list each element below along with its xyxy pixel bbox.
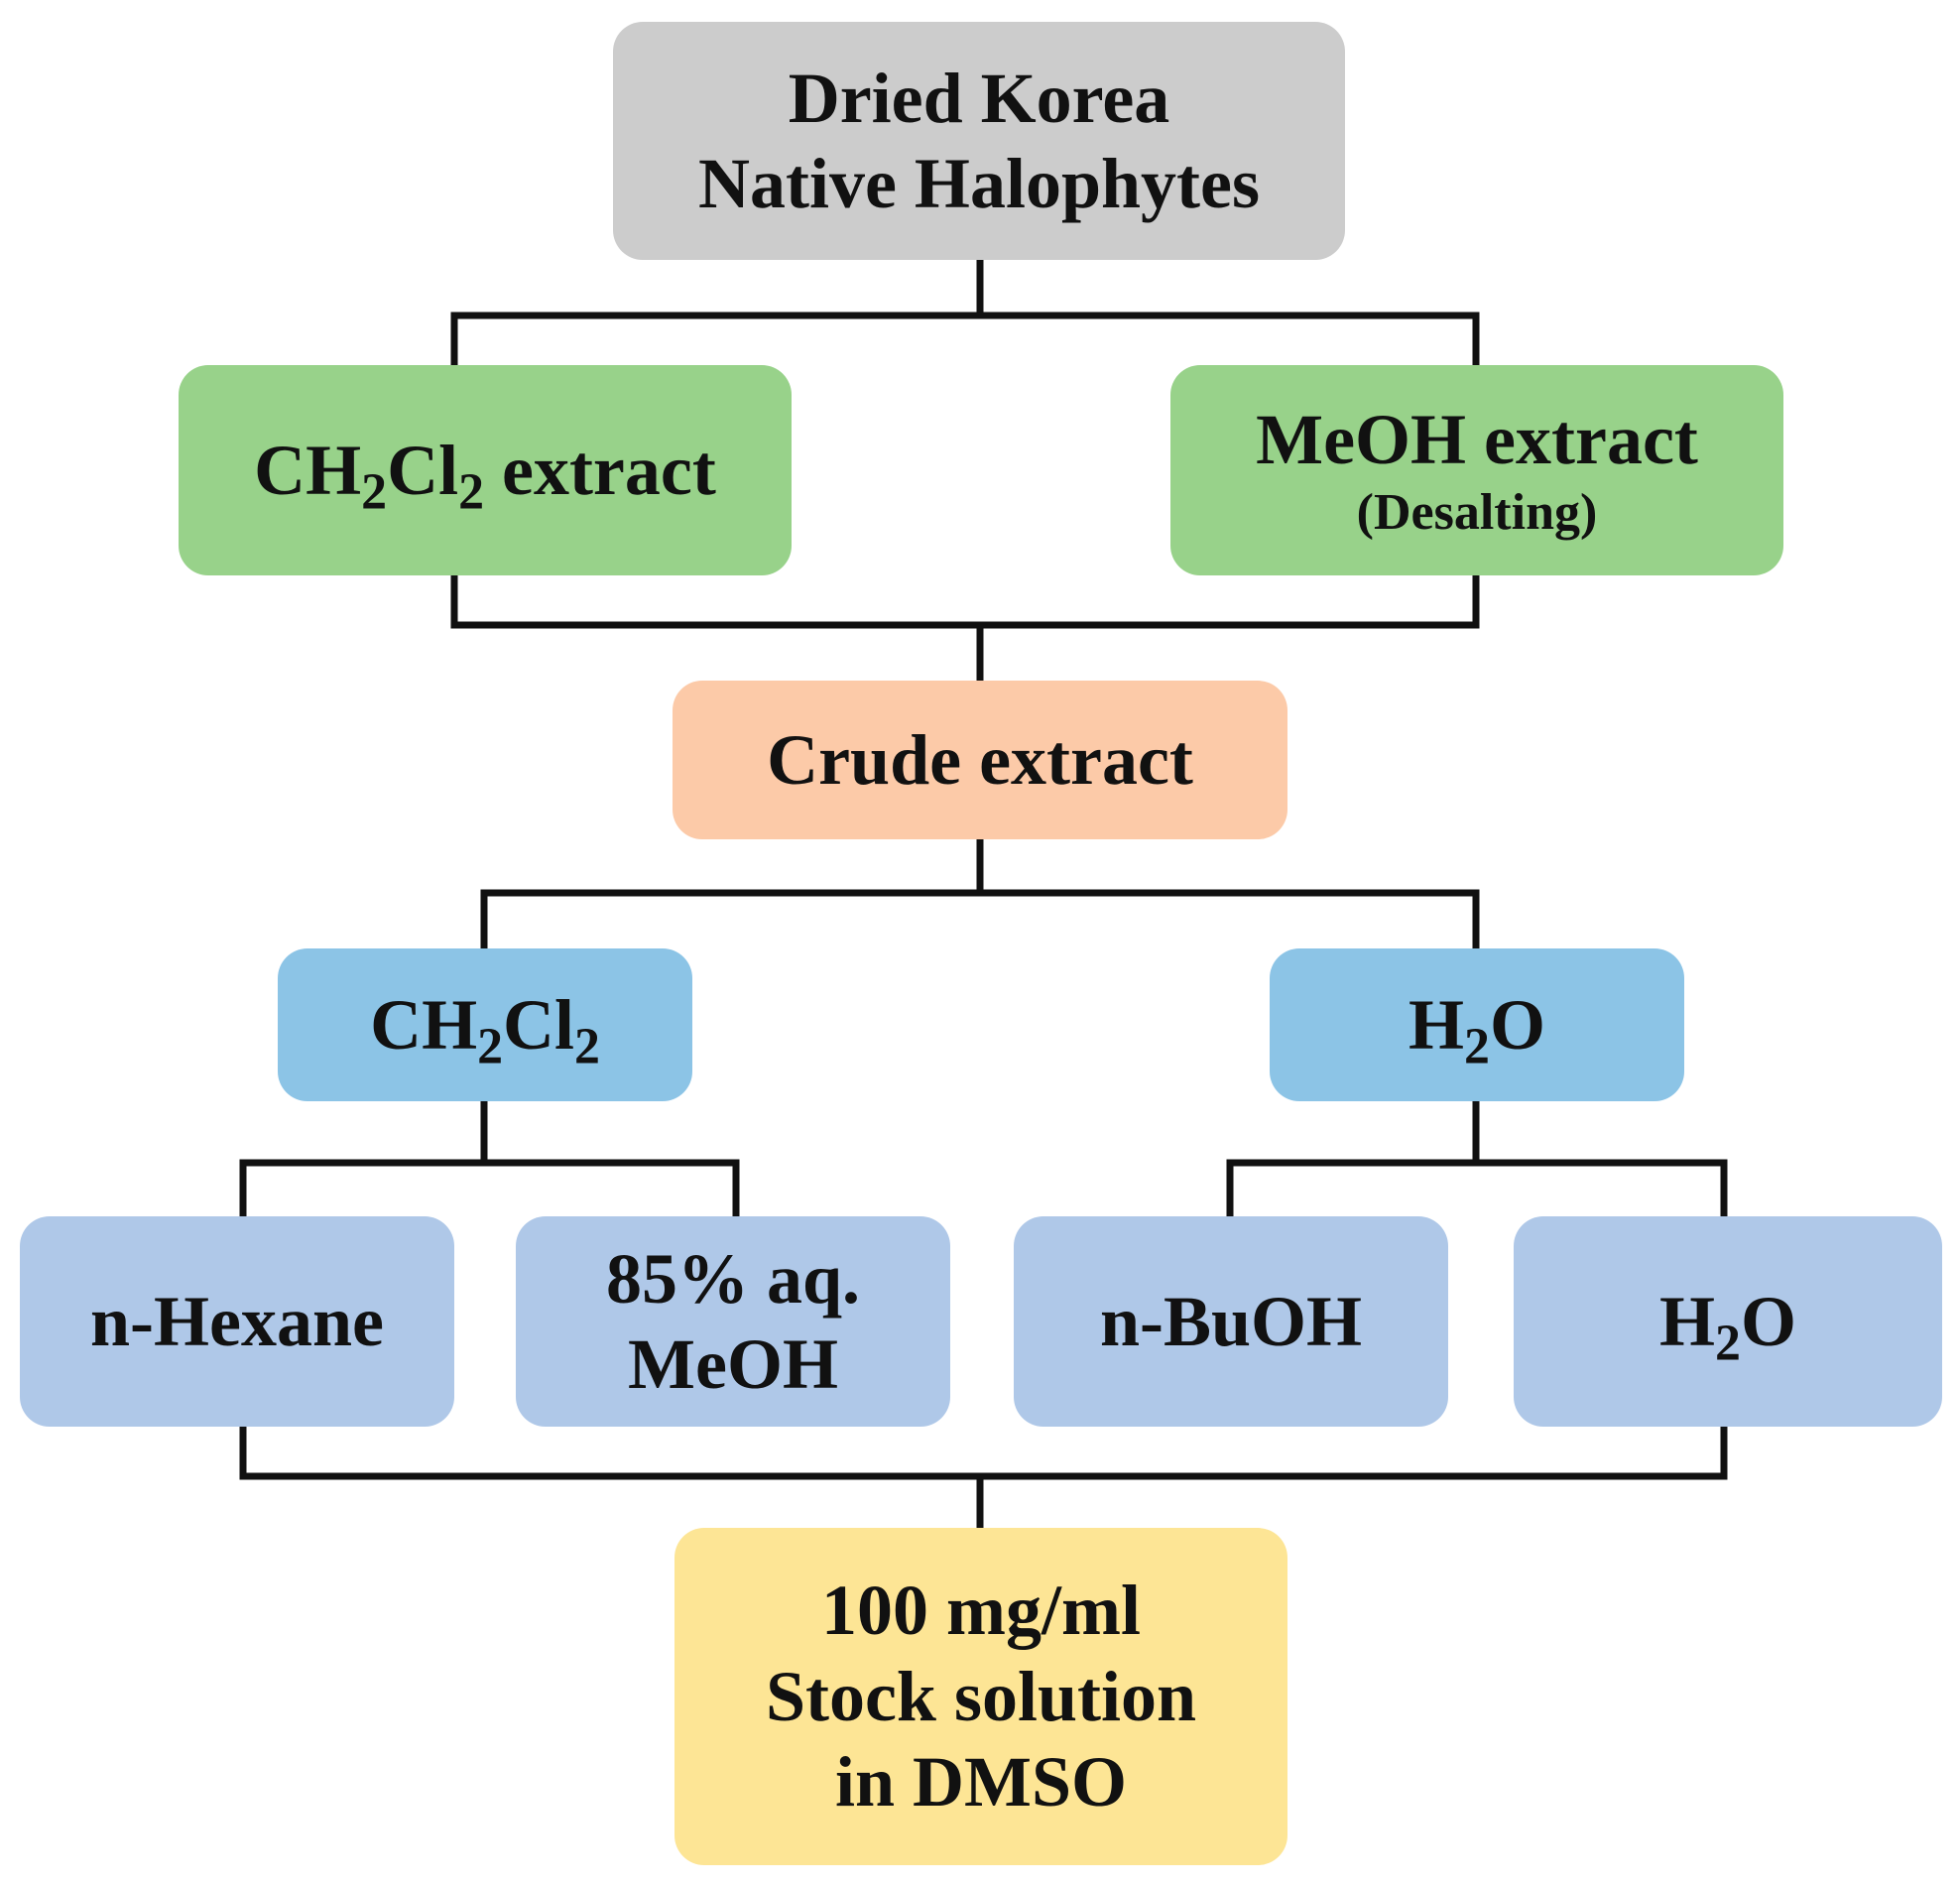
aq-meoh-line2: MeOH (628, 1324, 838, 1404)
n-hexane-fraction-box: n-Hexane (20, 1216, 454, 1427)
aq-meoh-line1: 85% aq. (605, 1238, 861, 1319)
crude-extract-label: Crude extract (767, 719, 1193, 800)
n-hexane-label: n-Hexane (90, 1281, 384, 1361)
connector-extracts-merge (450, 571, 1480, 685)
ch2cl2-extract-box: CH2Cl2 extract (179, 365, 792, 575)
ch2cl2-layer-box: CH2Cl2 (278, 948, 692, 1101)
connector-ch2cl2-split (239, 1097, 740, 1220)
connector-h2o-split (1226, 1097, 1728, 1220)
crude-extract-box: Crude extract (673, 681, 1287, 839)
ch2cl2-extract-label: CH2Cl2 extract (254, 430, 716, 521)
meoh-extract-box: MeOH extract (Desalting) (1170, 365, 1783, 575)
ch2cl2-layer-label: CH2Cl2 (370, 984, 600, 1075)
connector-fractions-merge (239, 1423, 1728, 1532)
desalting-label: (Desalting) (1356, 484, 1598, 541)
h2o-fraction-box: H2O (1514, 1216, 1942, 1427)
n-buoh-label: n-BuOH (1099, 1281, 1363, 1361)
h2o-fraction-label: H2O (1659, 1281, 1796, 1372)
stock-line1: 100 mg/ml (821, 1571, 1141, 1651)
h2o-layer-box: H2O (1270, 948, 1684, 1101)
stock-line2: Stock solution (765, 1656, 1197, 1736)
source-line1: Dried Korea (788, 58, 1170, 138)
n-buoh-fraction-box: n-BuOH (1014, 1216, 1448, 1427)
source-line2: Native Halophytes (698, 144, 1260, 223)
meoh-extract-label: MeOH extract (1256, 399, 1698, 479)
connector-crude-split (480, 835, 1480, 952)
h2o-layer-label: H2O (1409, 984, 1545, 1075)
stock-solution-box: 100 mg/ml Stock solution in DMSO (674, 1528, 1287, 1865)
connector-source-split (450, 256, 1480, 369)
stock-line3: in DMSO (834, 1742, 1128, 1823)
dried-halophytes-box: Dried Korea Native Halophytes (613, 22, 1345, 260)
aq-meoh-fraction-box: 85% aq. MeOH (516, 1216, 950, 1427)
